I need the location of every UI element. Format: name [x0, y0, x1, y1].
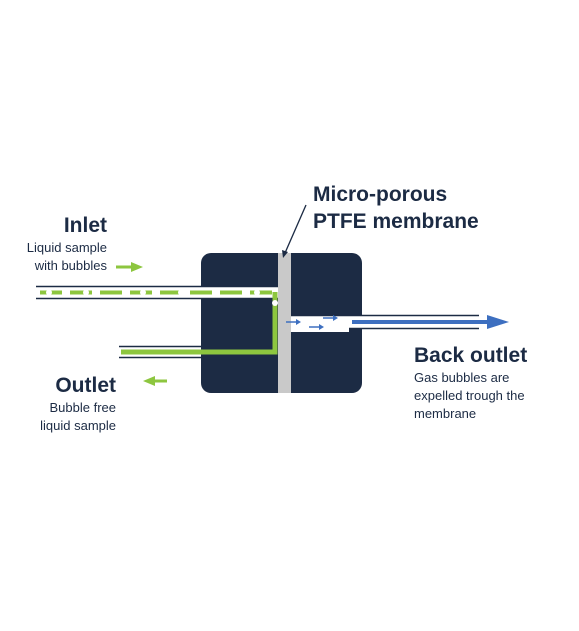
- back-outlet-desc-line1: Gas bubbles are: [414, 370, 510, 385]
- inlet-title: Inlet: [63, 214, 107, 237]
- inlet-desc-line2: with bubbles: [34, 258, 107, 273]
- outlet-label: Outlet Bubble free liquid sample: [40, 373, 116, 435]
- inlet-channel: [36, 285, 278, 300]
- membrane-label: Micro-porous PTFE membrane: [313, 181, 479, 235]
- back-outlet-title: Back outlet: [414, 344, 528, 367]
- inlet-arrow: [116, 262, 143, 272]
- back-outlet-arrowhead: [487, 315, 509, 329]
- inlet-desc-line1: Liquid sample: [26, 240, 107, 255]
- outlet-title: Outlet: [55, 374, 116, 397]
- membrane-label-line2: PTFE membrane: [313, 210, 479, 233]
- gas-bubble-arrows: [286, 315, 338, 330]
- membrane-pointer-arrowhead: [282, 250, 288, 258]
- inlet-bubbles: [46, 289, 260, 296]
- back-outlet-channel: [286, 314, 509, 332]
- membrane-label-line1: Micro-porous: [313, 183, 448, 206]
- back-outlet-desc-line3: membrane: [414, 406, 477, 421]
- back-outlet-label: Back outlet Gas bubbles are expelled tro…: [414, 343, 527, 423]
- membrane-pointer-line: [284, 204, 307, 254]
- outlet-desc-line1: Bubble free: [49, 400, 117, 415]
- outlet-arrow: [143, 376, 167, 386]
- back-outlet-desc-line2: expelled trough the: [414, 388, 525, 403]
- ptfe-membrane: [278, 253, 291, 393]
- outlet-channel: [119, 345, 201, 359]
- outlet-desc-line2: liquid sample: [40, 418, 116, 433]
- inlet-label: Inlet Liquid sample with bubbles: [27, 213, 107, 275]
